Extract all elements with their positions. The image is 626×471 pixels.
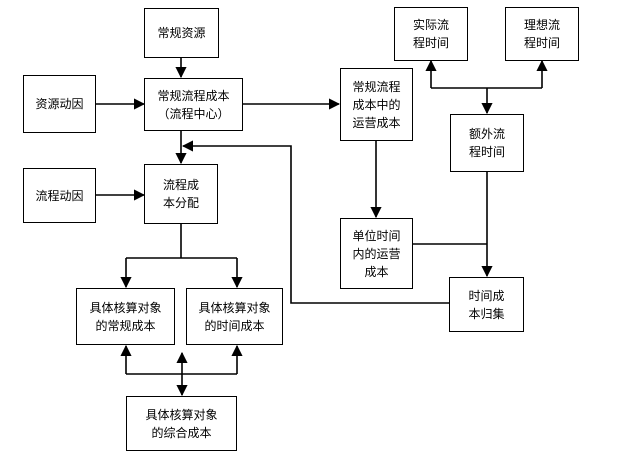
node-actual-process-time: 实际流 程时间 bbox=[394, 7, 468, 61]
node-object-regular-cost: 具体核算对象 的常规成本 bbox=[76, 288, 175, 345]
node-regular-resources: 常规资源 bbox=[144, 8, 219, 58]
node-process-cost-allocation: 流程成 本分配 bbox=[144, 164, 218, 224]
node-time-cost-attribution: 时间成 本归集 bbox=[449, 277, 524, 332]
node-process-driver: 流程动因 bbox=[23, 168, 96, 223]
node-resource-driver: 资源动因 bbox=[23, 75, 96, 133]
node-regular-process-operating-cost: 常规流程 成本中的 运营成本 bbox=[340, 68, 413, 141]
node-ideal-process-time: 理想流 程时间 bbox=[505, 7, 579, 61]
node-extra-process-time: 额外流 程时间 bbox=[450, 114, 524, 172]
node-object-total-cost: 具体核算对象 的综合成本 bbox=[126, 396, 237, 451]
arrow-attribution-feedback bbox=[181, 140, 449, 304]
node-unit-time-operating-cost: 单位时间 内的运营 成本 bbox=[340, 218, 413, 289]
node-object-time-cost: 具体核算对象 的时间成本 bbox=[186, 288, 283, 345]
node-regular-process-cost: 常规流程成本 （流程中心） bbox=[144, 78, 243, 131]
